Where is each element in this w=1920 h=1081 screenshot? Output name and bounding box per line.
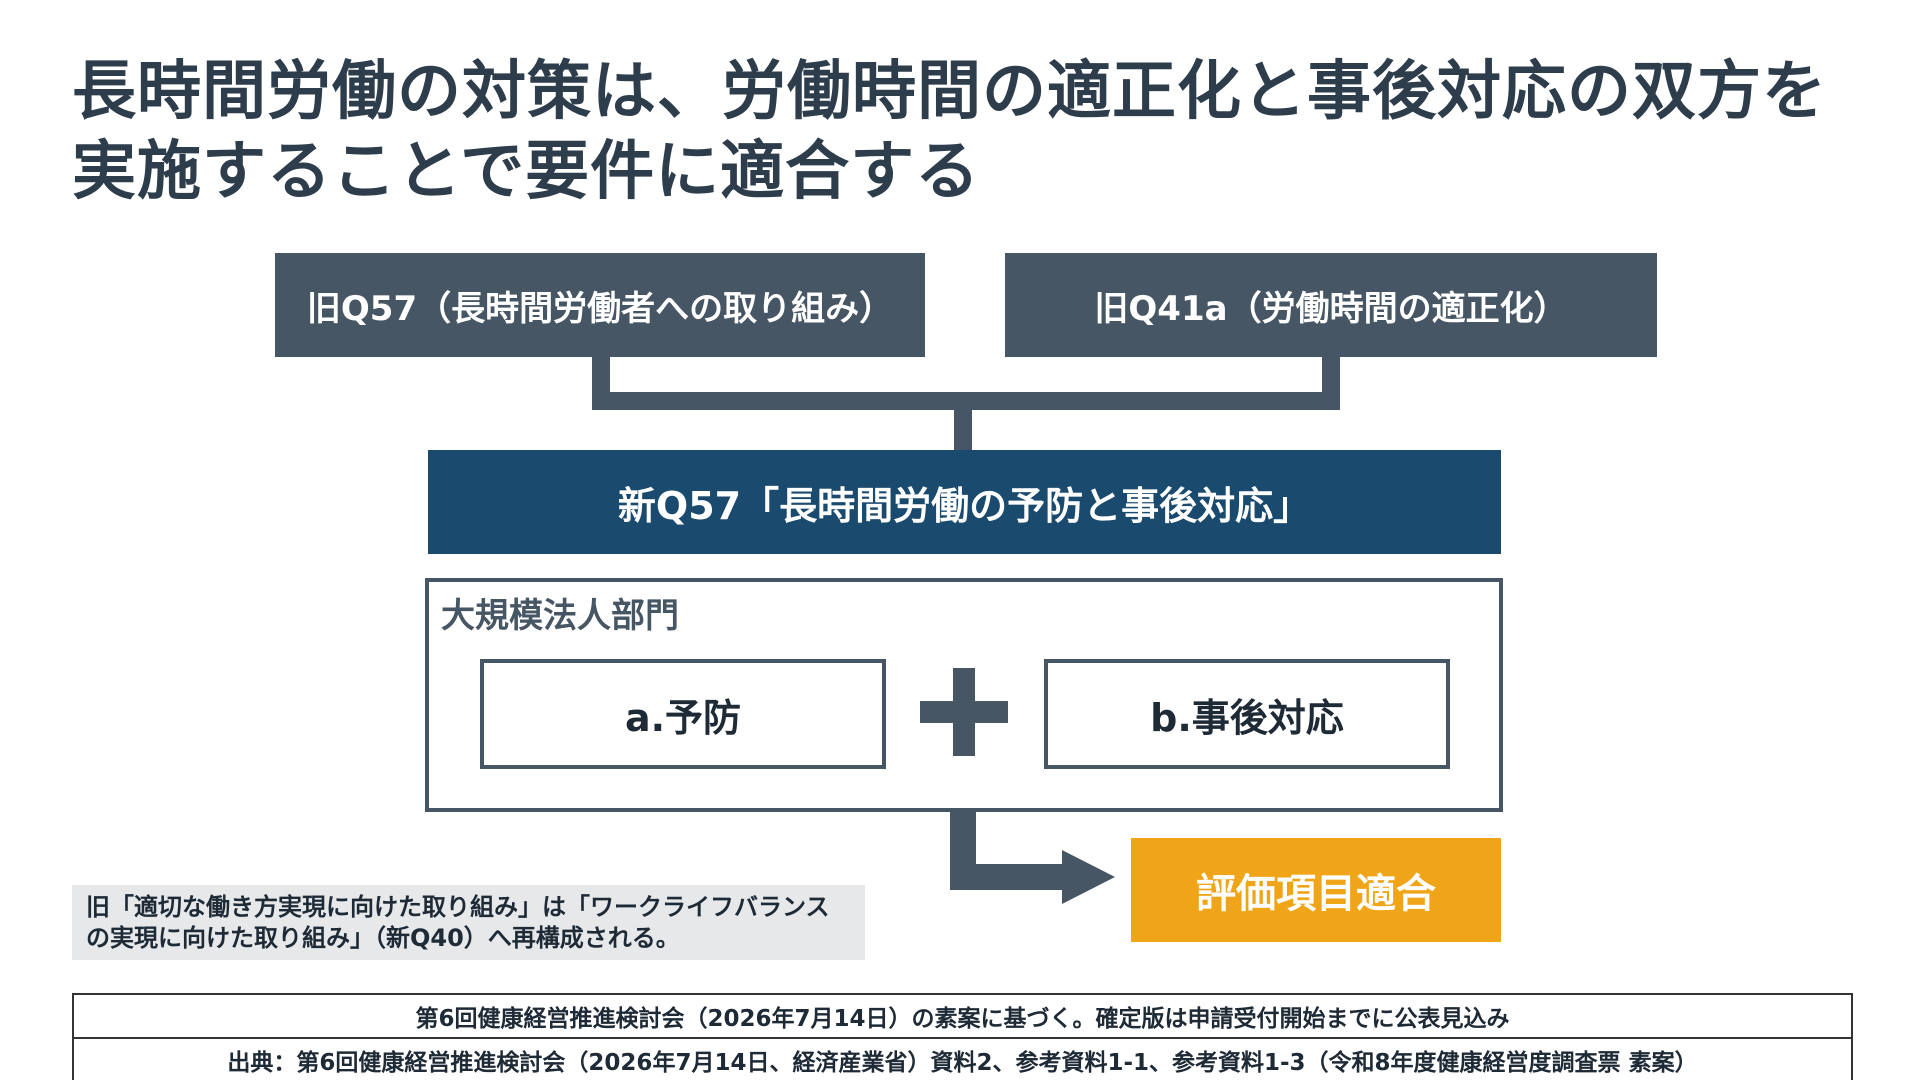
old-q41a-box: 旧Q41a（労働時間の適正化） [1005, 253, 1657, 357]
arrow-head-icon [1062, 850, 1115, 904]
title-line-1: 長時間労働の対策は、労働時間の適正化と事後対応の双方を [72, 55, 1827, 129]
title-line-2: 実施することで要件に適合する [72, 135, 981, 209]
new-q57-label: 新Q57「長時間労働の予防と事後対応」 [617, 483, 1312, 528]
plus-icon [920, 668, 1008, 756]
page-title: 長時間労働の対策は、労働時間の適正化と事後対応の双方を 実施することで要件に適合… [72, 52, 1852, 212]
footer-source-text: 出典：第6回健康経営推進検討会（2026年7月14日、経済産業省）資料2、参考資… [227, 1050, 1698, 1076]
arrow-horizontal-segment [950, 864, 1068, 890]
connector-horizontal-bar [592, 392, 1340, 410]
footer-row-basis: 第6回健康経営推進検討会（2026年7月14日）の素案に基づく。確定版は申請受付… [74, 995, 1851, 1037]
old-q57-box: 旧Q57（長時間労働者への取り組み） [275, 253, 925, 357]
footer-row-source: 出典：第6回健康経営推進検討会（2026年7月14日、経済産業省）資料2、参考資… [74, 1037, 1851, 1081]
note-box: 旧「適切な働き方実現に向けた取り組み」は「ワークライフバランス の実現に向けた取… [72, 885, 865, 960]
prevention-label: a.予防 [624, 695, 742, 740]
follow-up-box: b.事後対応 [1044, 659, 1450, 769]
result-box: 評価項目適合 [1131, 838, 1501, 942]
connector-center-stem [954, 410, 972, 450]
department-label: 大規模法人部門 [441, 596, 679, 636]
note-line-2: の実現に向けた取り組み」（新Q40）へ再構成される。 [86, 924, 680, 952]
footer-basis-text: 第6回健康経営推進検討会（2026年7月14日）の素案に基づく。確定版は申請受付… [415, 1006, 1510, 1032]
follow-up-label: b.事後対応 [1150, 695, 1344, 740]
footer-table: 第6回健康経営推進検討会（2026年7月14日）の素案に基づく。確定版は申請受付… [72, 993, 1853, 1080]
prevention-box: a.予防 [480, 659, 886, 769]
result-label: 評価項目適合 [1196, 871, 1436, 917]
old-q57-label: 旧Q57（長時間労働者への取り組み） [306, 288, 894, 329]
note-line-1: 旧「適切な働き方実現に向けた取り組み」は「ワークライフバランス [86, 893, 830, 921]
new-q57-box: 新Q57「長時間労働の予防と事後対応」 [428, 450, 1501, 554]
old-q41a-label: 旧Q41a（労働時間の適正化） [1094, 288, 1568, 329]
